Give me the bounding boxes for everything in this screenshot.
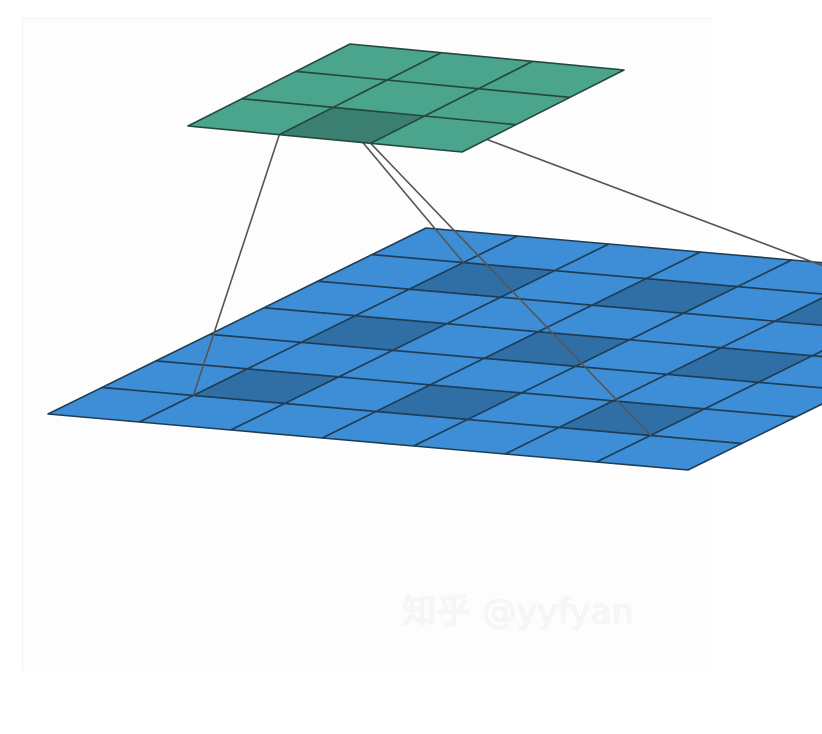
input-grid-cell [703, 381, 822, 418]
connector-line [370, 142, 652, 436]
input-grid-cell [720, 320, 822, 357]
input-grid-cell [757, 354, 822, 389]
input-grid-highlighted-cell [774, 297, 822, 327]
watermark-text: 知乎 @yyfyan [402, 592, 634, 632]
input-grid [47, 227, 822, 471]
output-grid-cell [477, 60, 625, 99]
output-grid [187, 43, 625, 153]
connector-line [424, 115, 822, 267]
connector-line [192, 134, 281, 396]
input-grid-cell [682, 285, 822, 322]
connector-lines [192, 106, 822, 436]
input-grid-cell [736, 259, 822, 295]
input-grid-cell [811, 350, 822, 358]
